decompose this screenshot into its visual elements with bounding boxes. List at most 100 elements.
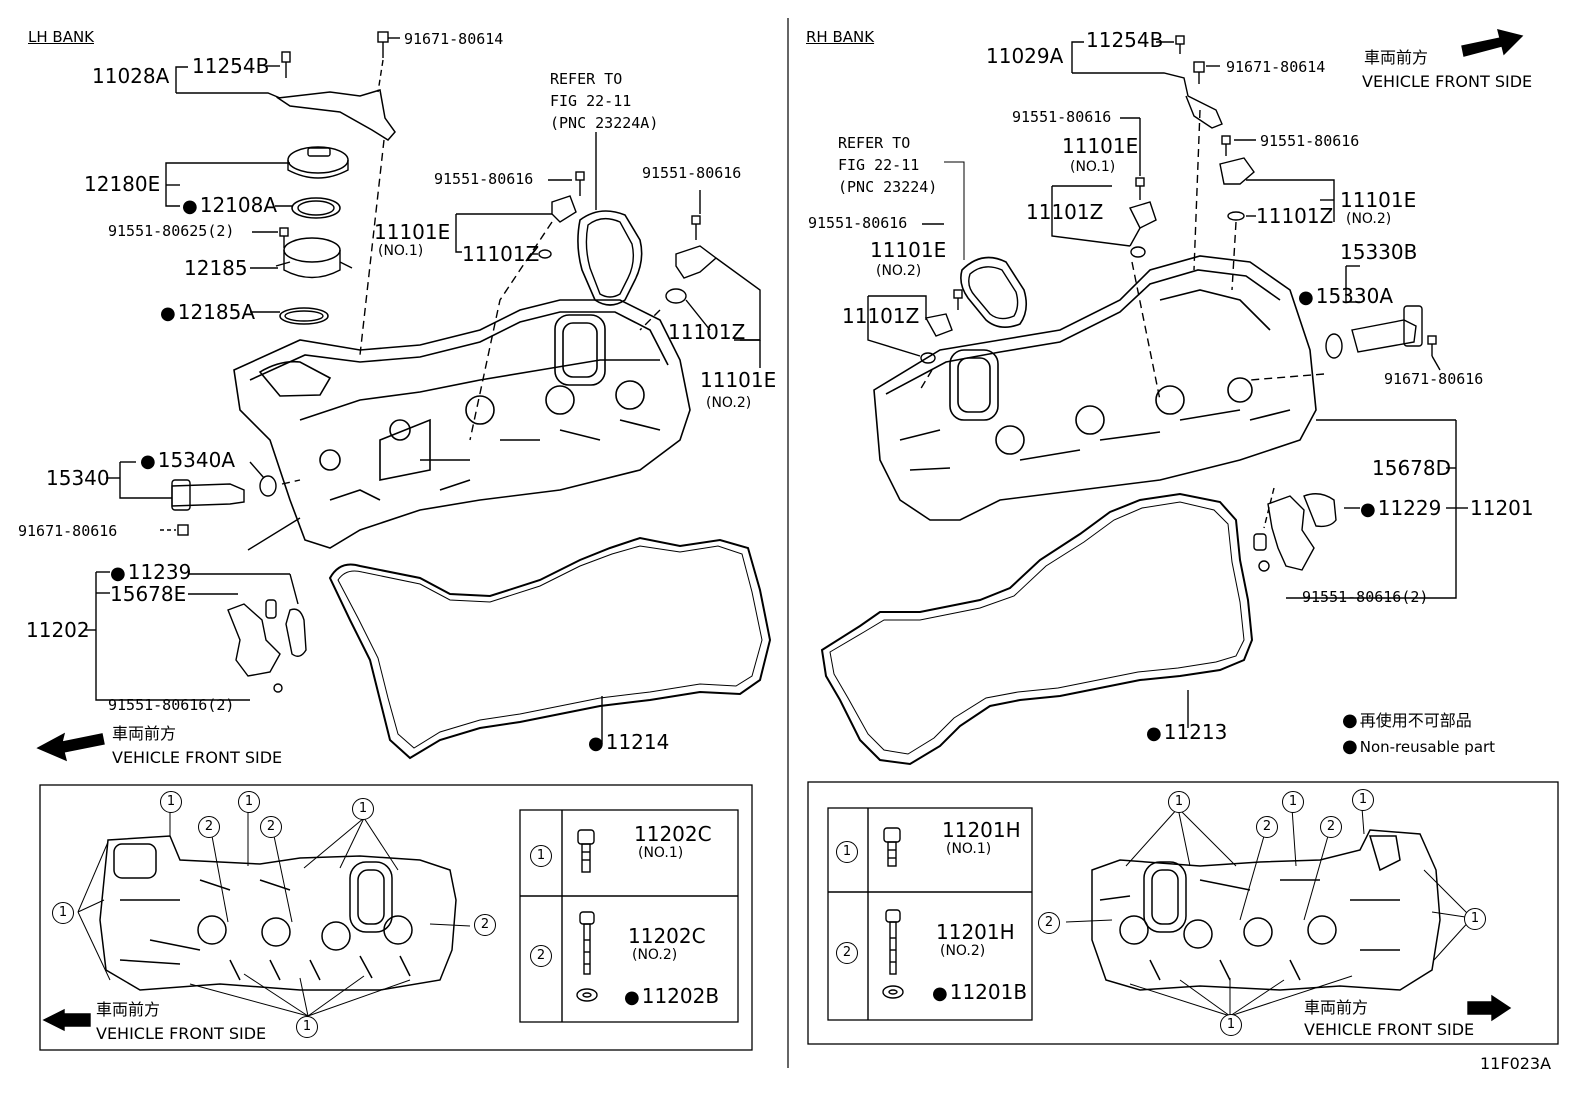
- lh-part-11101e-no2-sub: (NO.2): [706, 395, 752, 411]
- lh-part-15340: 15340: [46, 466, 110, 490]
- lh-table-11202c-no2-sub: (NO.2): [632, 947, 678, 963]
- rh-part-11101z-a: 11101Z: [1026, 200, 1104, 224]
- lh-callout-1c: 1: [352, 798, 374, 820]
- lh-front-arrow-icon: [36, 732, 105, 762]
- rh-part-15330a: 15330A: [1298, 286, 1393, 307]
- rh-callout-1a: 1: [1168, 791, 1190, 813]
- lh-callout-2a: 2: [198, 816, 220, 838]
- lh-part-91551-80616-b: 91551-80616: [642, 164, 742, 182]
- rh-part-91551-80616-2: 91551-80616(2): [1302, 588, 1429, 606]
- lh-part-11101e-no2: 11101E: [700, 368, 777, 392]
- lh-part-11239: 11239: [110, 562, 192, 583]
- lh-table-callout-2: 2: [530, 945, 552, 967]
- rh-part-15678d: 15678D: [1372, 456, 1452, 480]
- lh-oil-separator-icon: [283, 237, 341, 263]
- lh-part-12185: 12185: [184, 256, 248, 280]
- rh-inset-front-jp: 車両前方: [1304, 998, 1369, 1017]
- rh-table-11201b: 11201B: [932, 982, 1027, 1003]
- lh-part-12185a: 12185A: [160, 302, 255, 323]
- rh-callout-2c: 2: [1038, 912, 1060, 934]
- lh-oil-cap-icon: [287, 146, 349, 174]
- lh-part-11101e-no1-sub: (NO.1): [378, 243, 424, 259]
- lh-ocv-bracket-icon: [227, 599, 307, 693]
- lh-washer-11202b-icon: [576, 988, 598, 1002]
- lh-refer-line3: (PNC 23224A): [550, 114, 659, 132]
- rh-callout-2b: 2: [1320, 816, 1342, 838]
- rh-part-91671-80616: 91671-80616: [1384, 370, 1484, 388]
- lh-part-11101e-no1: 11101E: [374, 220, 451, 244]
- rh-part-11101e-no1-sub: (NO.1): [1070, 159, 1116, 175]
- rh-part-11213: 11213: [1146, 722, 1228, 743]
- lh-bolt-11202c-no2-icon: [579, 911, 595, 975]
- rh-cover-top-view-icon: [1091, 829, 1441, 991]
- rh-cylinder-head-cover-icon: [873, 255, 1317, 521]
- lh-callout-1b: 1: [238, 791, 260, 813]
- rh-bolt-11201h-no2-icon: [885, 909, 901, 975]
- rh-callout-2a: 2: [1256, 816, 1278, 838]
- rh-table-11201h-no1-sub: (NO.1): [946, 841, 992, 857]
- rh-part-91551-80616-b: 91551-80616: [1260, 132, 1360, 150]
- lh-part-11101z-b: 11101Z: [668, 320, 746, 344]
- rh-part-15330b: 15330B: [1340, 240, 1418, 264]
- rh-callout-1e: 1: [1220, 1014, 1242, 1036]
- lh-bolt-91671-top-icon: [377, 31, 389, 58]
- lh-part-91551-80616-a: 91551-80616: [434, 170, 534, 188]
- lh-callout-2c: 2: [474, 914, 496, 936]
- lh-callout-2b: 2: [260, 816, 282, 838]
- rh-refer-line1: REFER TO: [838, 134, 911, 152]
- rh-table-11201h-no2-sub: (NO.2): [940, 943, 986, 959]
- lh-inset-front-en: VEHICLE FRONT SIDE: [96, 1024, 267, 1043]
- lh-table-11202c-no1-sub: (NO.1): [638, 845, 684, 861]
- rh-part-11101e-no2-right: 11101E: [1340, 188, 1417, 212]
- lh-part-12180e: 12180E: [84, 172, 161, 196]
- rh-part-11101e-no1: 11101E: [1062, 134, 1139, 158]
- rh-ocv-bracket-icon: [1253, 487, 1337, 572]
- lh-part-91671-80614: 91671-80614: [404, 30, 504, 48]
- rh-bank-title: RH BANK: [806, 28, 875, 46]
- rh-part-11101z-left: 11101Z: [842, 304, 920, 328]
- lh-callout-1e: 1: [296, 1016, 318, 1038]
- rh-part-91551-80616-c: 91551-80616: [808, 214, 908, 232]
- rh-inset-arrow-icon: [1467, 994, 1512, 1022]
- lh-bank-title: LH BANK: [28, 28, 95, 46]
- lh-part-11214: 11214: [588, 732, 670, 753]
- rh-part-11101e-no2-left: 11101E: [870, 238, 947, 262]
- lh-table-11202c-no1: 11202C: [634, 822, 712, 846]
- lh-bolt-11202c-no1-icon: [577, 829, 595, 873]
- lh-part-11101z-a: 11101Z: [462, 242, 540, 266]
- lh-part-11202: 11202: [26, 618, 90, 642]
- rh-part-11029a: 11029A: [986, 44, 1064, 68]
- rh-part-11101e-no2-right-sub: (NO.2): [1346, 211, 1392, 227]
- rh-part-11101e-no2-left-sub: (NO.2): [876, 263, 922, 279]
- figure-id: 11F023A: [1480, 1054, 1552, 1073]
- rh-legend-en: Non-reusable part: [1342, 738, 1495, 756]
- lh-refer-line1: REFER TO: [550, 70, 623, 88]
- lh-part-91671-80616: 91671-80616: [18, 522, 118, 540]
- rh-table-11201h-no1: 11201H: [942, 818, 1021, 842]
- lh-bracket-11028a-icon: [275, 51, 396, 141]
- rh-refer-line3: (PNC 23224): [838, 178, 938, 196]
- lh-part-11254b: 11254B: [192, 54, 270, 78]
- rh-callout-1c: 1: [1352, 789, 1374, 811]
- lh-part-91551-80616-2: 91551-80616(2): [108, 696, 235, 714]
- lh-inset-arrow-icon: [42, 1008, 91, 1032]
- lh-cam-sensor-no1-icon: [551, 171, 585, 223]
- lh-refer-line2: FIG 22-11: [550, 92, 632, 110]
- lh-cylinder-head-cover-icon: [233, 299, 691, 549]
- rh-part-91551-80616-a: 91551-80616: [1012, 108, 1112, 126]
- lh-table-callout-1: 1: [530, 845, 552, 867]
- rh-table-callout-1: 1: [836, 841, 858, 863]
- rh-front-arrow-icon: [1461, 29, 1524, 57]
- lh-gasket-11214-icon: [328, 536, 772, 760]
- lh-front-jp: 車両前方: [112, 724, 177, 743]
- rh-table-11201h-no2: 11201H: [936, 920, 1015, 944]
- rh-part-11229: 11229: [1360, 498, 1442, 519]
- lh-table-11202c-no2: 11202C: [628, 924, 706, 948]
- rh-refer-line2: FIG 22-11: [838, 156, 920, 174]
- rh-front-en: VEHICLE FRONT SIDE: [1362, 72, 1533, 91]
- lh-front-en: VEHICLE FRONT SIDE: [112, 748, 283, 767]
- rh-part-11254b: 11254B: [1086, 28, 1164, 52]
- lh-inset-front-jp: 車両前方: [96, 1000, 161, 1019]
- lh-cover-top-view-icon: [99, 835, 457, 991]
